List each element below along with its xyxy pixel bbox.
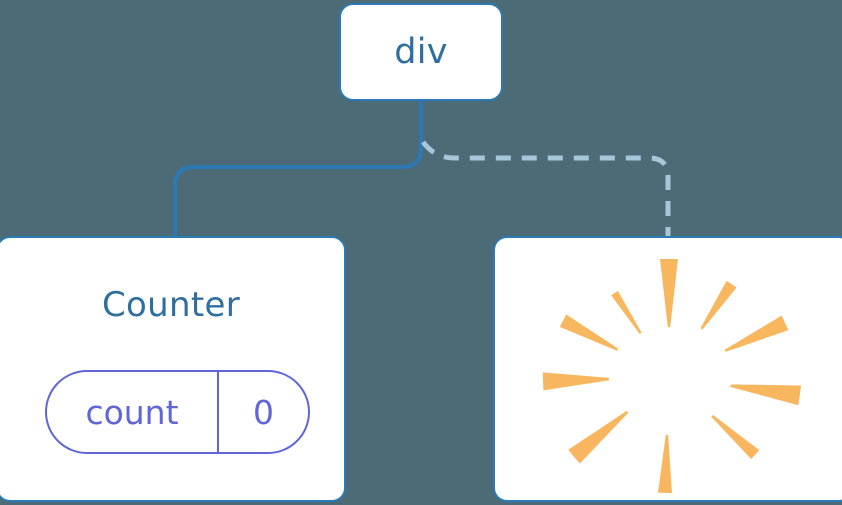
sparkle-ray-6: [542, 372, 610, 391]
sparkle-ray-1: [700, 280, 737, 330]
sparkle-ray-9: [657, 434, 672, 494]
state-pill-count[interactable]: count 0: [45, 370, 310, 454]
sparkle-ray-7: [711, 414, 760, 460]
node-div[interactable]: div: [339, 3, 503, 101]
node-counter-label: Counter: [102, 285, 240, 325]
edge-div-to-counter: [173, 100, 423, 240]
sparkle-ray-4: [559, 314, 619, 351]
sparkle-ray-3: [724, 315, 789, 352]
sparkle-ray-2: [611, 290, 642, 335]
sparkle-burst-icon: [542, 259, 802, 494]
node-sparkle[interactable]: [493, 236, 842, 502]
state-key-label: count: [47, 372, 219, 452]
state-value-label: 0: [253, 392, 274, 432]
sparkle-ray-8: [568, 410, 629, 464]
node-counter[interactable]: Counter: [0, 236, 346, 502]
sparkle-ray-5: [730, 384, 802, 406]
node-div-label: div: [394, 31, 448, 72]
sparkle-ray-0: [660, 259, 678, 327]
edge-div-to-sparkle: [421, 140, 671, 240]
